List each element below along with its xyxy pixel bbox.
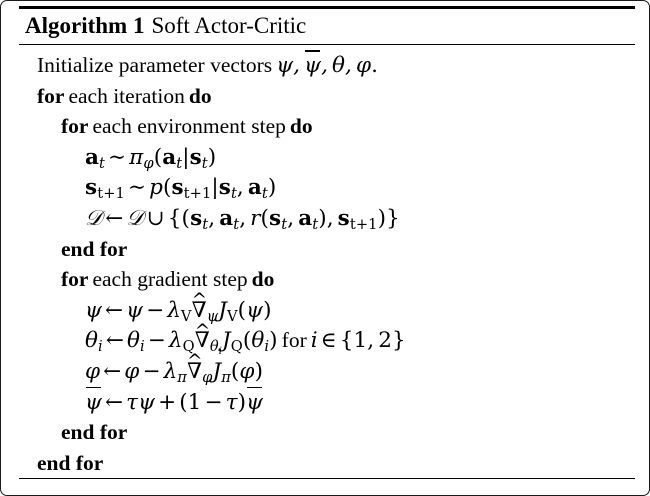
math-replay-buffer: 𝒟←𝒟∪{(st,at,r(st,at),st+1)} [85, 205, 400, 234]
math-update-theta: θi←θi−λQ∇θiJQ(θi) [85, 317, 278, 357]
algorithm-line-update-phi: φ←φ−λπ∇φJπ(φ) [19, 347, 635, 387]
math-init-vars: ψ,ψ,θ,φ. [276, 50, 378, 78]
rule-top [19, 6, 635, 9]
algorithm-line-end-for-gradient: end for [61, 420, 128, 445]
algorithm-line-update-psi: ψ←ψ−λV∇ψJV(ψ) [19, 286, 635, 326]
keyword-do: do [251, 267, 275, 292]
algorithm-name: Soft Actor-Critic [151, 13, 307, 38]
algorithm-line-end-for-iteration: end for [37, 450, 104, 475]
keyword-do: do [188, 83, 212, 108]
for-i-text: for [281, 328, 307, 353]
math-theta-index-range: i∈{1,2} [310, 328, 406, 354]
for-iteration-text: each iteration [68, 83, 185, 108]
for-gradient-step-text: each gradient step [92, 267, 248, 292]
rule-title-separator [19, 44, 635, 45]
keyword-for: for [37, 83, 65, 108]
math-update-phi: φ←φ−λπ∇φJπ(φ) [85, 347, 263, 384]
math-update-target-psi: ψ←τψ+(1−τ)ψ [85, 386, 263, 415]
math-update-psi: ψ←ψ−λV∇ψJV(ψ) [85, 286, 272, 323]
keyword-for: for [61, 267, 89, 292]
algorithm-line-update-target-psi: ψ←τψ+(1−τ)ψ [19, 386, 635, 418]
keyword-do: do [289, 114, 313, 139]
math-sample-state: st+1∼p(st+1|st,at) [85, 175, 277, 203]
algorithm-label: Algorithm 1 [25, 13, 145, 38]
algorithm-line-sample-action: at∼πφ(at|st) [19, 142, 635, 173]
initialize-text: Initialize parameter vectors [37, 53, 273, 77]
math-sample-action: at∼πφ(at|st) [85, 144, 217, 172]
algorithm-line-replay-buffer: 𝒟←𝒟∪{(st,at,r(st,at),st+1)} [19, 203, 635, 234]
algorithm-line-end-for-environment: end for [61, 236, 128, 261]
rule-bottom [19, 478, 635, 480]
algorithm-line-sample-state: st+1∼p(st+1|st,at) [19, 172, 635, 203]
keyword-for: for [61, 114, 89, 139]
for-environment-step-text: each environment step [92, 114, 286, 139]
